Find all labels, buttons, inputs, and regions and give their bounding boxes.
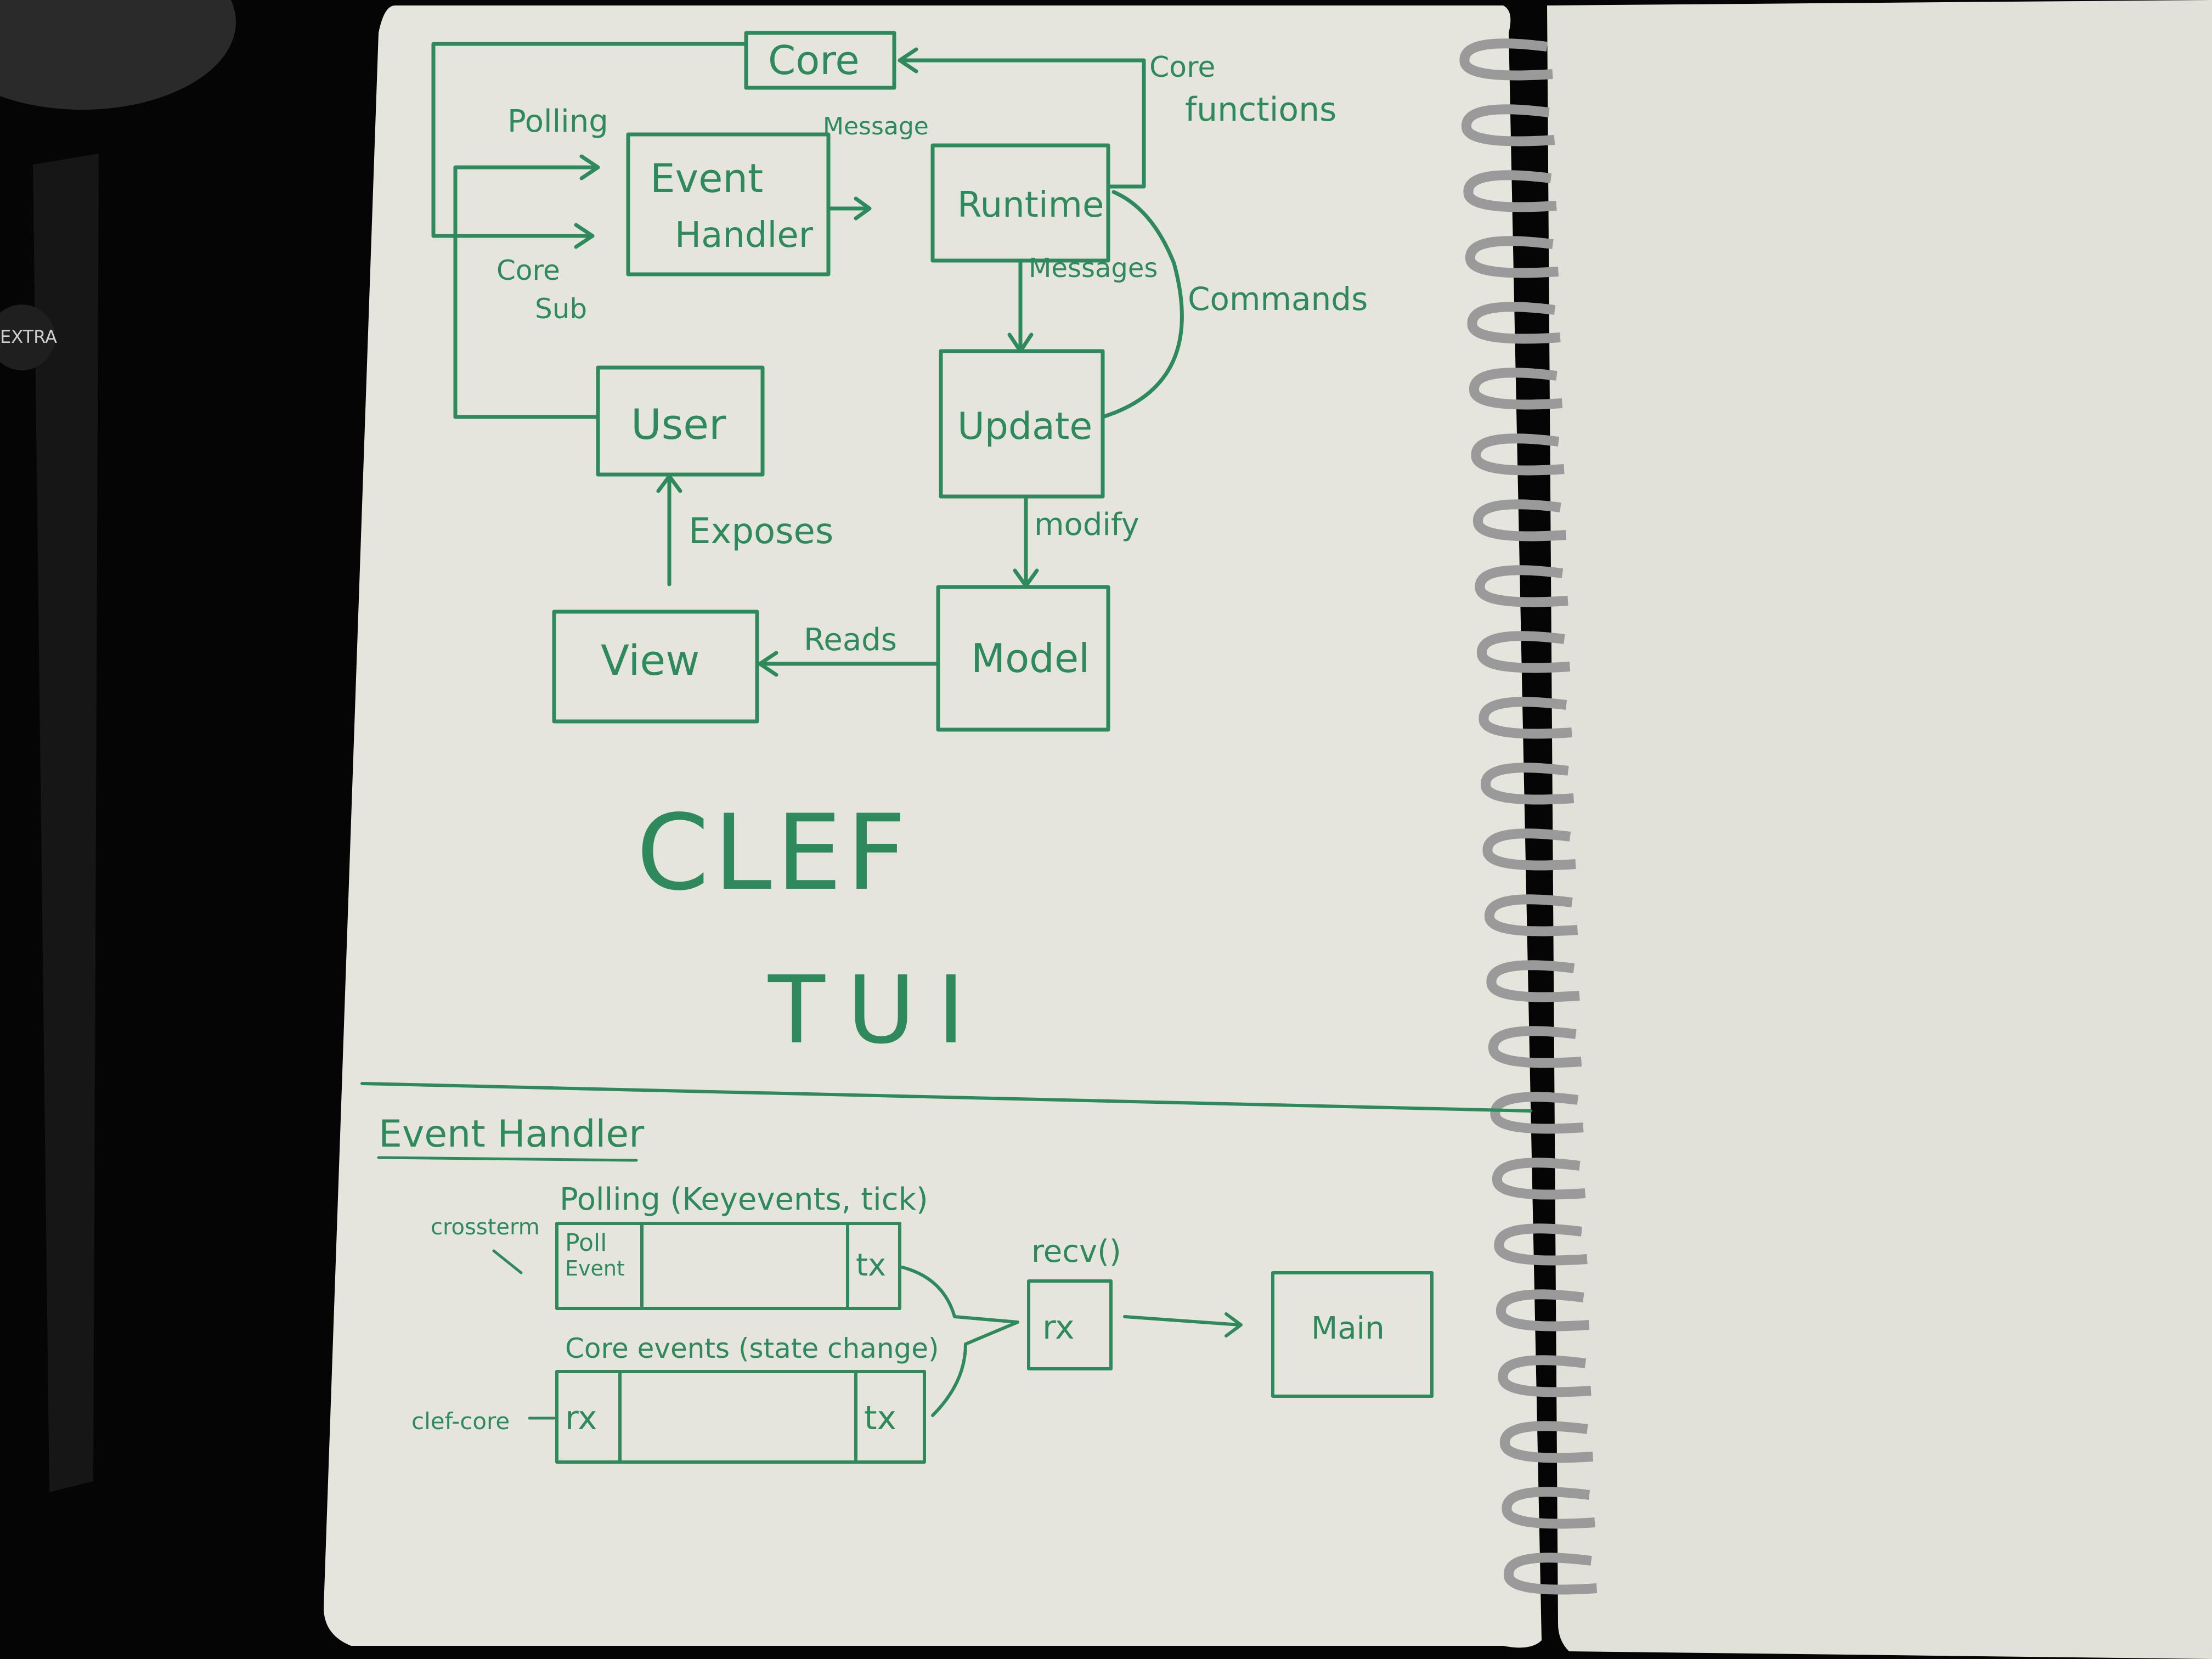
architecture-diagram: Core Event Handler Runtime Update User V… (431, 31, 1368, 732)
spiral-ring (1488, 1026, 1582, 1068)
rx-to-main-arrowhead (1224, 1312, 1243, 1338)
spiral-ring (1492, 1158, 1586, 1200)
reads-arrowhead (758, 651, 778, 677)
core-events-buffer-dividers (618, 1370, 857, 1464)
spiral-ring (1482, 828, 1576, 871)
spiral-ring (1459, 38, 1553, 81)
right-page (1547, 0, 2212, 1659)
section-divider (360, 1082, 1532, 1113)
spiral-ring (1484, 894, 1578, 936)
rx-box (1027, 1279, 1113, 1370)
polling-arrow (431, 42, 748, 238)
reads-label: Reads (804, 622, 897, 658)
spiral-ring (1498, 1355, 1592, 1397)
event-handler-label-line2: Handler (675, 215, 814, 256)
spiral-ring (1486, 960, 1580, 1002)
spiral-ring (1476, 631, 1571, 673)
heading-underline (377, 1156, 638, 1162)
polling-label: Polling (507, 104, 608, 139)
device-label: EXTRA (0, 326, 57, 347)
poll-cell-line1: Poll (565, 1229, 607, 1257)
exposes-label: Exposes (689, 511, 833, 552)
user-to-handler-arrow (453, 165, 600, 419)
messages-label: Messages (1029, 253, 1158, 284)
spiral-ring (1502, 1487, 1595, 1529)
runtime-label: Runtime (957, 185, 1104, 225)
update-label: Update (957, 405, 1092, 448)
core-to-rx-arrow (931, 1321, 1019, 1417)
section-heading: Event Handler (379, 1113, 644, 1156)
title-tui: TUI (768, 956, 986, 1065)
core-functions-arrowhead (898, 47, 918, 74)
crossterm-arrow (492, 1249, 523, 1274)
spiral-ring (1490, 1092, 1584, 1134)
user-box (596, 365, 765, 477)
core-box (744, 31, 896, 90)
message-label: Message (823, 112, 929, 140)
spiral-ring (1475, 565, 1568, 607)
messages-arrowhead (1007, 332, 1034, 353)
commands-label: Commands (1188, 280, 1368, 318)
crossterm-label: crossterm (431, 1215, 540, 1240)
stylus-device (33, 154, 99, 1492)
event-handler-label-line1: Event (650, 155, 763, 201)
message-arrowhead (854, 196, 872, 221)
polling-row-label: Polling (Keyevents, tick) (560, 1182, 928, 1217)
clef-core-label: clef-core (411, 1408, 510, 1435)
device-button (0, 304, 55, 370)
spiral-ring (1480, 763, 1575, 805)
core-functions-label-line2: functions (1185, 91, 1336, 129)
spiral-ring (1472, 499, 1567, 541)
model-label: Model (971, 635, 1090, 681)
user-label: User (631, 400, 726, 449)
spiral-ring (1499, 1421, 1594, 1463)
spiral-ring (1479, 697, 1572, 739)
commands-arrow (1101, 190, 1184, 419)
exposes-arrowhead (656, 474, 682, 493)
core-label: Core (768, 37, 860, 83)
polling-buffer-dividers (640, 1222, 849, 1310)
rx-to-main-arrow (1123, 1315, 1242, 1327)
main-label: Main (1311, 1311, 1385, 1346)
event-handler-section: Event Handler Polling (Keyevents, tick) … (377, 1113, 1434, 1464)
spiral-ring (1467, 302, 1561, 344)
jar-lid (0, 0, 236, 110)
spiral-ring (1461, 104, 1555, 146)
modify-arrowhead (1013, 568, 1039, 588)
left-page (324, 5, 1542, 1648)
core-sub-label-line2: Sub (535, 293, 587, 325)
modify-label: modify (1034, 507, 1139, 543)
spiral-ring (1469, 368, 1563, 410)
core-functions-arrow (898, 58, 1146, 189)
spiral-ring (1463, 170, 1557, 212)
main-box (1271, 1271, 1434, 1398)
title-clef: CLEF (636, 792, 911, 913)
user-to-handler-arrowhead (579, 154, 600, 180)
spiral-ring (1471, 433, 1565, 476)
polling-to-rx-arrow (901, 1266, 1019, 1324)
spiral-ring (1503, 1553, 1598, 1595)
core-events-rx-label: rx (565, 1399, 597, 1437)
core-events-buffer (555, 1370, 926, 1464)
core-functions-label-line1: Core (1149, 51, 1215, 84)
spiral-ring (1496, 1289, 1590, 1331)
spiral-ring (1494, 1223, 1588, 1266)
spiral-binding (1459, 38, 1598, 1595)
polling-arrowhead (574, 223, 595, 249)
core-sub-label-line1: Core (496, 255, 560, 286)
event-handler-box (626, 132, 831, 276)
core-events-label: Core events (state change) (565, 1333, 939, 1364)
poll-cell-line2: Event (565, 1256, 625, 1280)
model-box (936, 585, 1110, 732)
polling-buffer (555, 1222, 901, 1310)
recv-label: recv() (1031, 1234, 1121, 1269)
spiral-ring (1465, 236, 1559, 278)
view-label: View (601, 636, 699, 685)
polling-tx-label: tx (856, 1248, 886, 1283)
core-events-tx-label: tx (864, 1399, 896, 1437)
rx-box-label: rx (1042, 1308, 1075, 1347)
view-box (552, 610, 759, 724)
